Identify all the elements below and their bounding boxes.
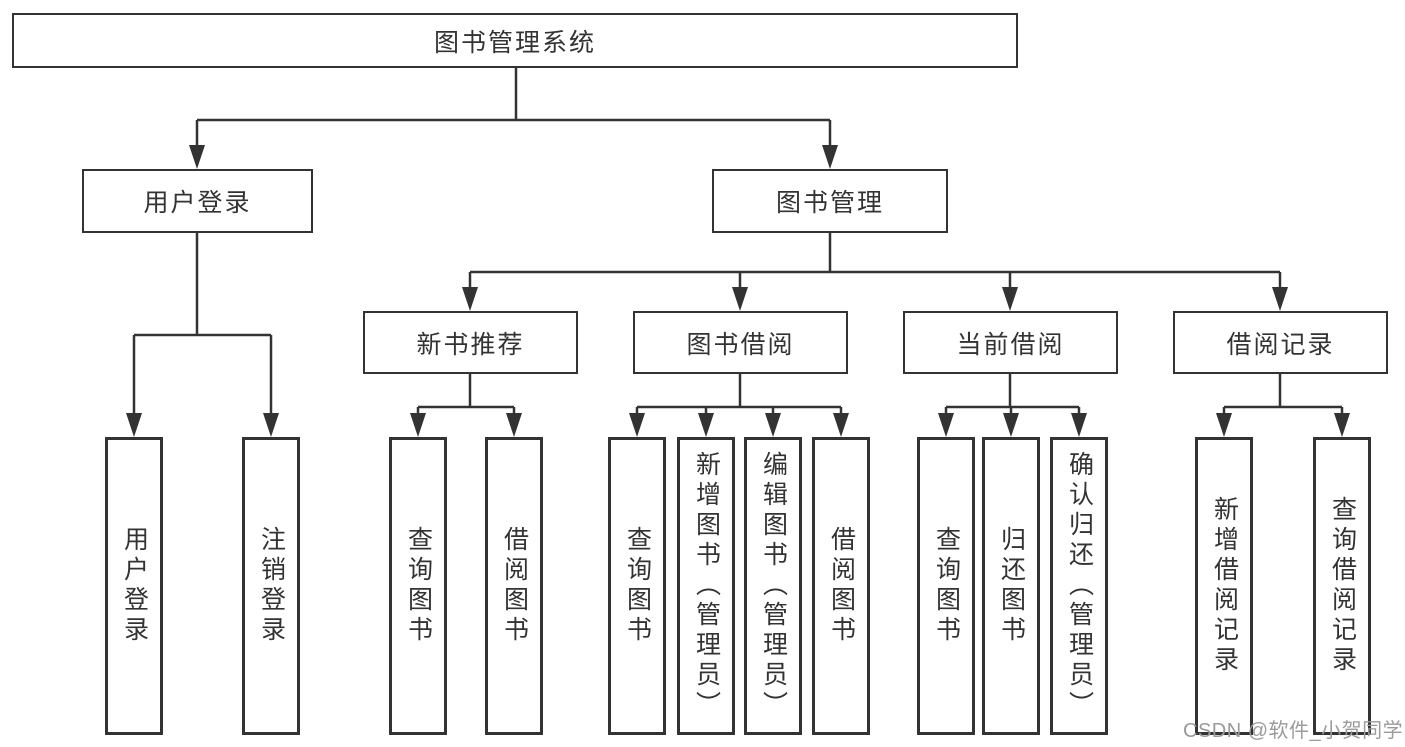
arrow-down-icon [410, 413, 426, 437]
leaf-add-book-admin: 新增图书（管理员） [677, 437, 735, 735]
connector-userlogin-children [126, 233, 279, 437]
leaf-label: 查询图书 [932, 526, 961, 646]
leaf-borrow-book: 借阅图书 [485, 437, 543, 735]
connector-newbook-children [410, 374, 522, 437]
leaf-user-login: 用户登录 [105, 437, 163, 735]
leaf-edit-book-admin: 编辑图书（管理员） [744, 437, 802, 735]
leaf-query-book: 查询图书 [608, 437, 666, 735]
leaf-label: 用户登录 [120, 526, 149, 646]
arrow-down-icon [765, 413, 781, 437]
leaf-query-book: 查询图书 [917, 437, 975, 735]
node-label: 图书管理系统 [433, 28, 596, 57]
node-library-system: 图书管理系统 [12, 13, 1018, 68]
leaf-label: 借阅图书 [500, 526, 529, 646]
node-label: 借阅记录 [1226, 330, 1335, 359]
arrow-down-icon [698, 413, 714, 437]
arrow-down-icon [629, 413, 645, 437]
leaf-label: 编辑图书（管理员） [759, 451, 788, 721]
csdn-watermark: CSDN @软件_小贺同学 [1183, 720, 1404, 742]
leaf-label: 查询图书 [404, 526, 433, 646]
arrow-down-icon [833, 413, 849, 437]
node-label: 用户登录 [143, 189, 252, 217]
node-new-book-recommend: 新书推荐 [363, 311, 578, 374]
arrow-down-icon [1003, 413, 1019, 437]
arrow-down-icon [263, 413, 279, 437]
arrow-down-icon [189, 145, 205, 169]
leaf-label: 新增借阅记录 [1210, 496, 1239, 676]
node-label: 当前借阅 [956, 330, 1065, 359]
connector-bookmgmt-children [462, 233, 1288, 311]
leaf-logout: 注销登录 [242, 437, 300, 735]
arrow-down-icon [822, 145, 838, 169]
leaf-label: 查询借阅记录 [1328, 496, 1357, 676]
arrow-down-icon [1216, 413, 1232, 437]
leaf-label: 注销登录 [257, 526, 286, 646]
leaf-label: 新增图书（管理员） [692, 451, 721, 721]
leaf-return-book: 归还图书 [982, 437, 1040, 735]
leaf-label: 确认归还（管理员） [1065, 451, 1094, 721]
leaf-borrow-book: 借阅图书 [812, 437, 870, 735]
node-label: 图书借阅 [686, 330, 795, 359]
node-book-management: 图书管理 [712, 169, 948, 233]
arrow-down-icon [1272, 287, 1288, 311]
node-current-borrow: 当前借阅 [903, 311, 1118, 374]
arrow-down-icon [126, 413, 142, 437]
connector-root-to-level2 [189, 68, 838, 169]
node-user-login: 用户登录 [82, 169, 313, 233]
leaf-query-borrow-record: 查询借阅记录 [1313, 437, 1371, 735]
leaf-query-book: 查询图书 [389, 437, 447, 735]
leaf-confirm-return-admin: 确认归还（管理员） [1050, 437, 1108, 735]
arrow-down-icon [462, 287, 478, 311]
connector-currentborrow-children [938, 374, 1087, 437]
connector-bookborrow-children [629, 374, 849, 437]
arrow-down-icon [938, 413, 954, 437]
node-book-borrow: 图书借阅 [633, 311, 848, 374]
arrow-down-icon [1071, 413, 1087, 437]
leaf-label: 归还图书 [997, 526, 1026, 646]
node-label: 新书推荐 [416, 330, 525, 359]
leaf-label: 查询图书 [623, 526, 652, 646]
arrow-down-icon [1002, 287, 1018, 311]
leaf-label: 借阅图书 [827, 526, 856, 646]
arrow-down-icon [1334, 413, 1350, 437]
arrow-down-icon [506, 413, 522, 437]
leaf-add-borrow-record: 新增借阅记录 [1195, 437, 1253, 735]
node-label: 图书管理 [775, 189, 884, 217]
connector-records-children [1216, 374, 1350, 437]
node-borrow-records: 借阅记录 [1173, 311, 1388, 374]
arrow-down-icon [732, 287, 748, 311]
